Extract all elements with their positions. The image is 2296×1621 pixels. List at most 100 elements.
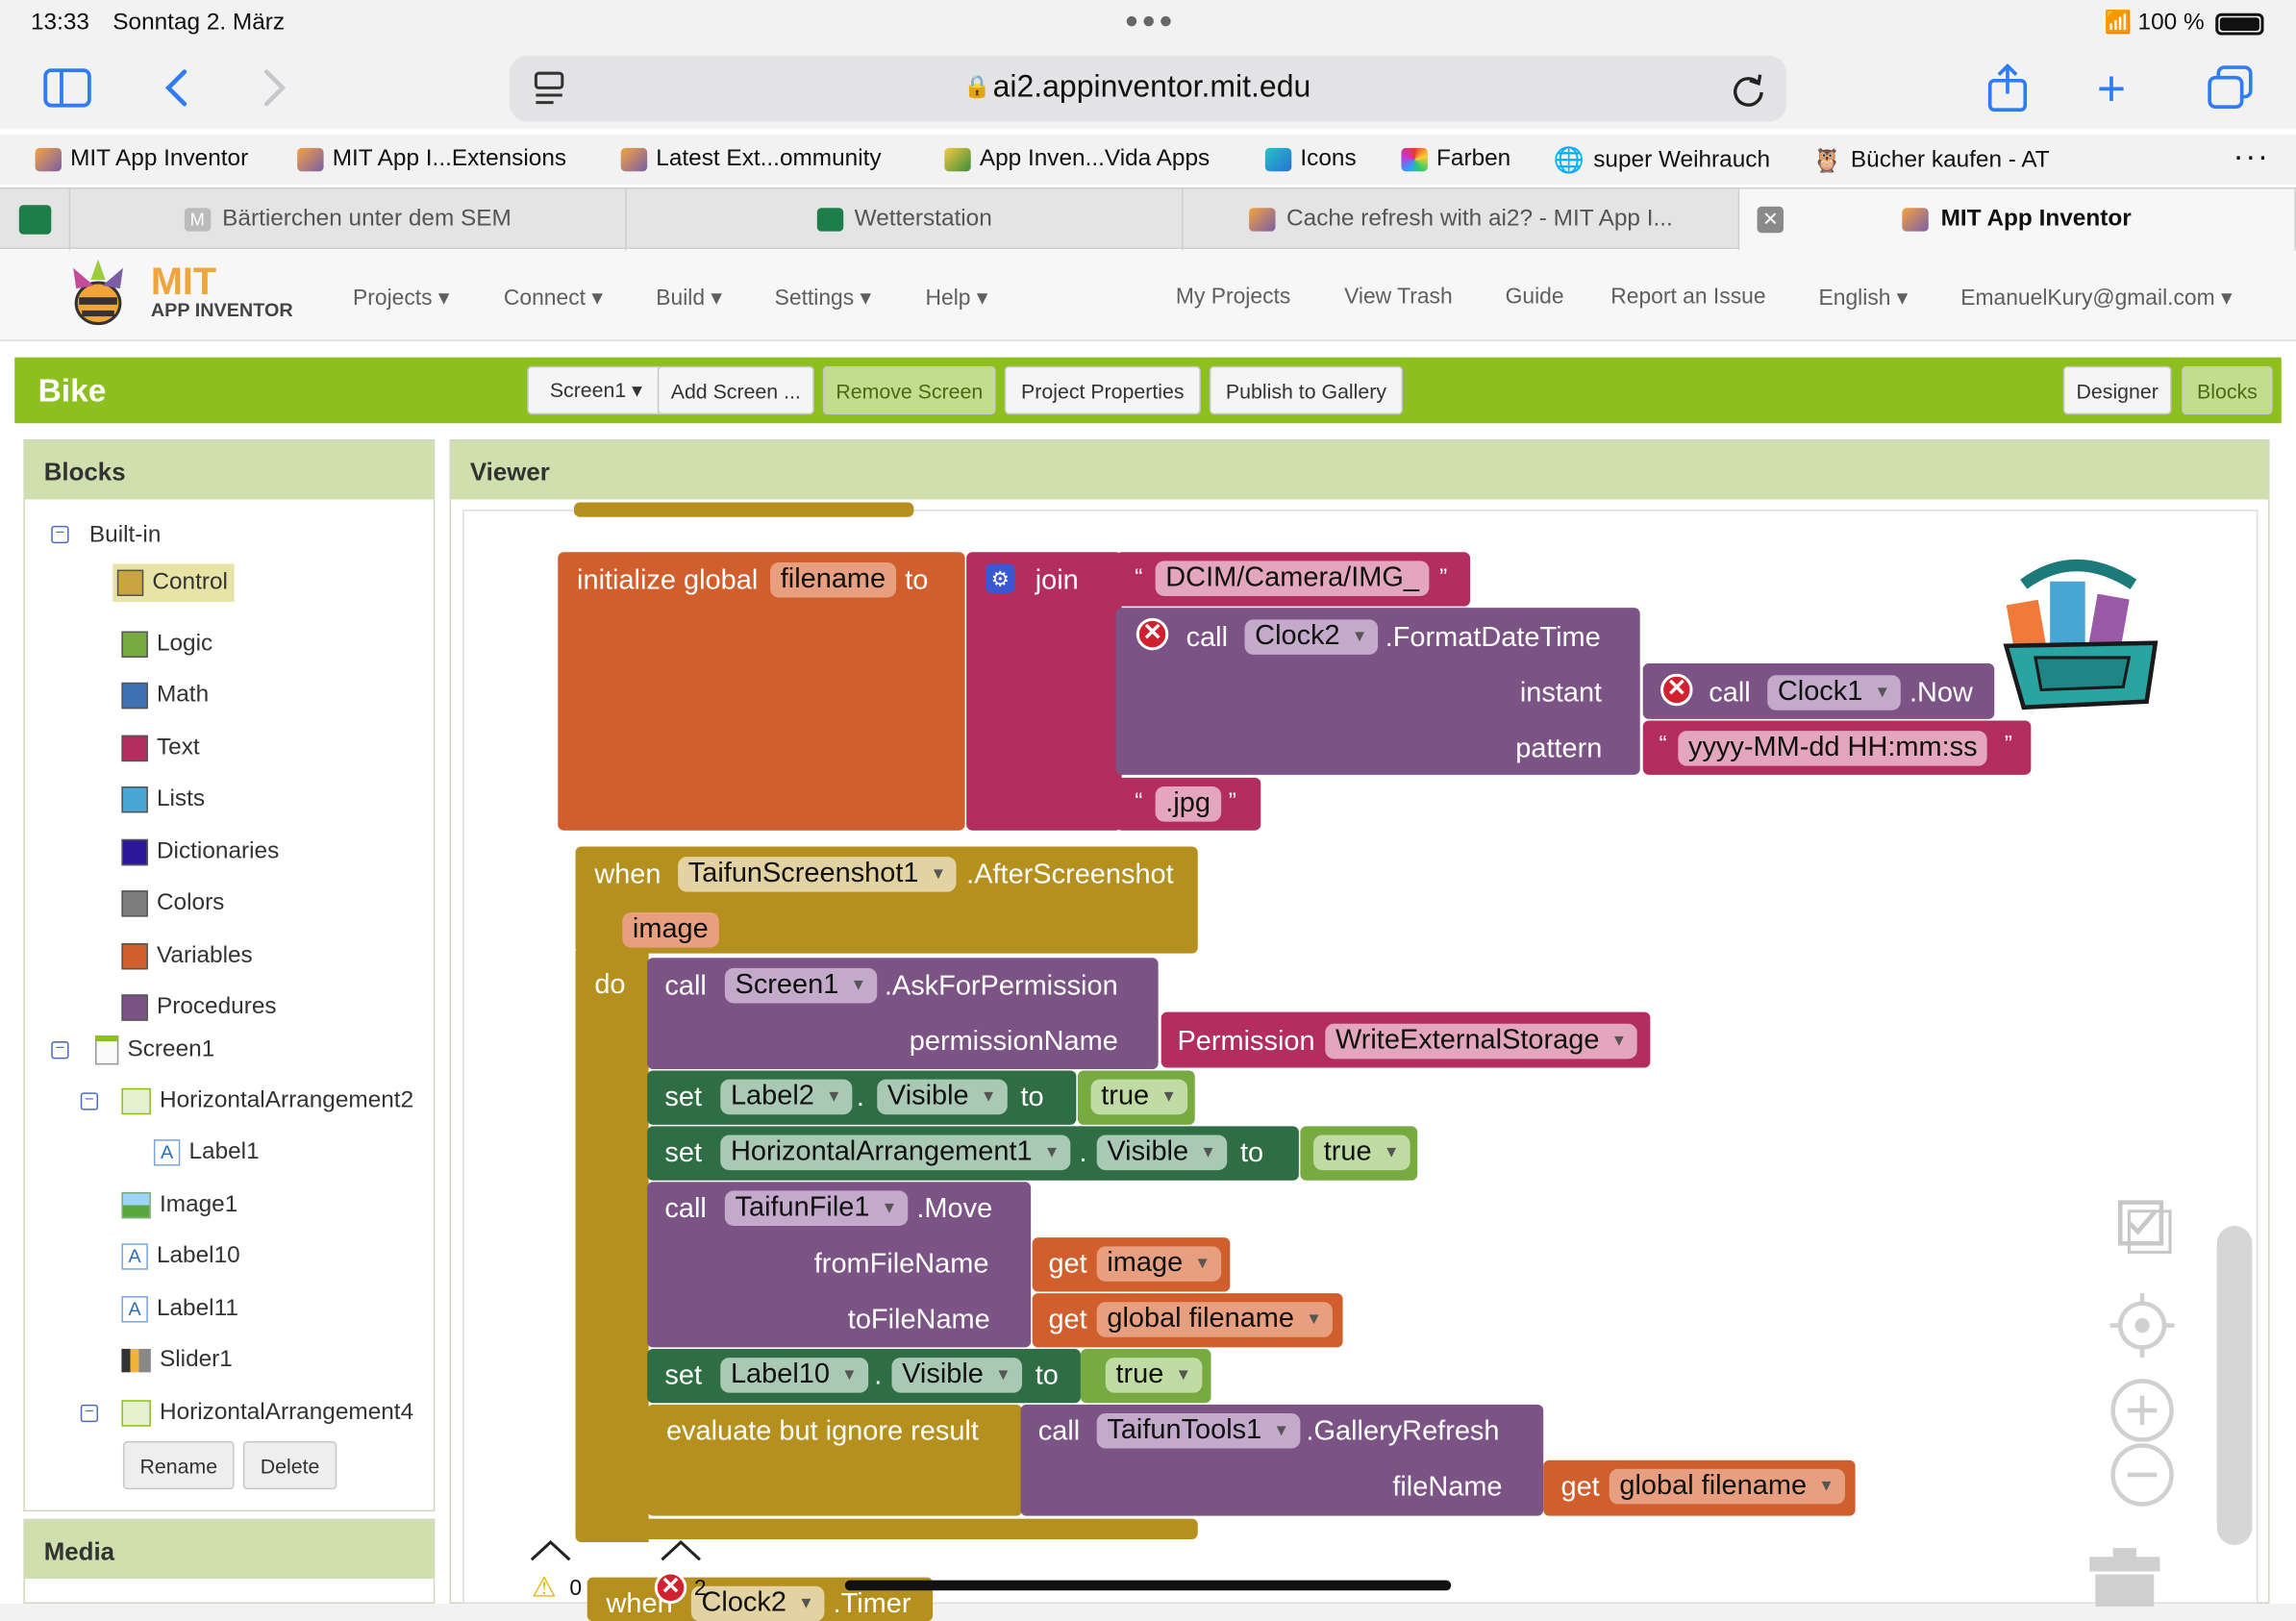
new-tab-icon[interactable]: +	[2096, 61, 2127, 117]
error-icon[interactable]: ✕	[1660, 673, 1693, 707]
join-block[interactable]	[966, 552, 1122, 831]
component-select-taifunfile1[interactable]: TaifunFile1▼	[724, 1190, 908, 1226]
trash-icon[interactable]	[2084, 1548, 2165, 1608]
collapse-ha4-icon[interactable]: −	[80, 1404, 99, 1423]
category-lists[interactable]: Lists	[121, 786, 205, 813]
property-select-visible[interactable]: Visible▼	[1096, 1135, 1227, 1171]
back-icon[interactable]	[162, 67, 190, 109]
var-name-field[interactable]: filename	[770, 561, 896, 598]
category-procedures[interactable]: Procedures	[121, 994, 277, 1021]
bookmark-buecher[interactable]: 🦉Bücher kaufen - AT	[1812, 147, 2050, 175]
menu-connect[interactable]: Connect ▾	[503, 286, 603, 311]
category-control[interactable]: Control	[112, 563, 235, 603]
component-select-label10[interactable]: Label10▼	[720, 1358, 868, 1393]
tab-active-app-inventor[interactable]: ✕ MIT App Inventor	[1739, 188, 2296, 251]
category-colors[interactable]: Colors	[121, 890, 224, 917]
zoom-in-icon[interactable]	[2110, 1378, 2175, 1442]
menu-settings[interactable]: Settings ▾	[774, 286, 872, 311]
reload-icon[interactable]	[1731, 72, 1766, 108]
remove-screen-button[interactable]: Remove Screen	[822, 365, 996, 415]
component-select-ha1[interactable]: HorizontalArrangement1▼	[720, 1135, 1071, 1171]
project-properties-button[interactable]: Project Properties	[1004, 365, 1201, 415]
link-view-trash[interactable]: View Trash	[1344, 284, 1453, 310]
designer-button[interactable]: Designer	[2062, 365, 2172, 415]
evaluate-ignore-block[interactable]	[647, 1404, 1023, 1516]
vertical-scrollbar[interactable]	[2216, 1225, 2253, 1546]
backpack-icon[interactable]	[1994, 555, 2167, 716]
error-icon[interactable]: ✕	[1136, 617, 1169, 651]
logic-select-true[interactable]: true▼	[1105, 1358, 1202, 1393]
tree-horizontal-arrangement2[interactable]: HorizontalArrangement2	[121, 1087, 413, 1115]
menu-build[interactable]: Build ▾	[656, 286, 722, 311]
share-icon[interactable]	[1985, 62, 2030, 114]
error-icon[interactable]: ✕	[654, 1571, 687, 1605]
category-dictionaries[interactable]: Dictionaries	[121, 838, 279, 865]
component-select-clock1[interactable]: Clock1▼	[1767, 675, 1901, 711]
tree-horizontal-arrangement4[interactable]: HorizontalArrangement4	[121, 1400, 413, 1427]
warning-icon[interactable]: ⚠	[531, 1573, 557, 1605]
bookmark-icons[interactable]: Icons	[1264, 146, 1357, 172]
forward-icon[interactable]	[261, 67, 289, 109]
logic-select-true[interactable]: true▼	[1090, 1079, 1187, 1115]
initialize-global-block[interactable]	[558, 552, 965, 831]
tabs-overview-icon[interactable]	[2206, 64, 2256, 112]
logic-select-true[interactable]: true▼	[1313, 1135, 1410, 1171]
address-bar[interactable]: 🔒 ai2.appinventor.mit.edu	[509, 55, 1787, 122]
tree-image1[interactable]: Image1	[121, 1191, 237, 1219]
collapse-ha2-icon[interactable]: −	[80, 1092, 99, 1110]
property-select-visible[interactable]: Visible▼	[891, 1358, 1022, 1393]
menu-account[interactable]: EmanuelKury@gmail.com ▾	[1960, 286, 2233, 311]
category-text[interactable]: Text	[121, 734, 200, 761]
mutator-gear-icon[interactable]: ⚙	[985, 563, 1015, 593]
reader-icon[interactable]	[533, 70, 565, 109]
blocks-workspace[interactable]: initialize global filename to ⚙ join “ D…	[462, 502, 2259, 1621]
bookmark-farben[interactable]: Farben	[1401, 146, 1510, 172]
sidebar-icon[interactable]	[42, 67, 92, 109]
delete-button[interactable]: Delete	[242, 1440, 337, 1490]
url-text[interactable]: ai2.appinventor.mit.edu	[992, 70, 1311, 105]
category-math[interactable]: Math	[121, 682, 209, 710]
cleanup-icon[interactable]	[2114, 1197, 2173, 1256]
zoom-out-icon[interactable]	[2110, 1442, 2175, 1507]
category-logic[interactable]: Logic	[121, 630, 212, 658]
link-report-issue[interactable]: Report an Issue	[1610, 284, 1766, 310]
menu-language[interactable]: English ▾	[1818, 286, 1909, 311]
tab-wetterstation[interactable]: Wetterstation	[627, 188, 1184, 251]
close-tab-icon[interactable]: ✕	[1757, 206, 1784, 234]
bookmark-mit-app-inventor[interactable]: MIT App Inventor	[35, 146, 248, 172]
format-date-time-block[interactable]	[1115, 608, 1640, 775]
menu-help[interactable]: Help ▾	[925, 286, 988, 311]
var-select-global-filename[interactable]: global filename▼	[1096, 1302, 1333, 1337]
recenter-icon[interactable]	[2109, 1293, 2175, 1359]
warning-toggle-icon[interactable]	[529, 1539, 573, 1562]
bookmark-vida-apps[interactable]: App Inven...Vida Apps	[944, 146, 1210, 172]
component-select-clock2[interactable]: Clock2▼	[690, 1585, 825, 1621]
link-my-projects[interactable]: My Projects	[1175, 284, 1291, 310]
component-select-screen1[interactable]: Screen1▼	[724, 967, 877, 1004]
property-select-visible[interactable]: Visible▼	[877, 1079, 1008, 1115]
multitask-dots-icon[interactable]: ●●●	[1124, 9, 1176, 35]
collapse-screen1-icon[interactable]: −	[51, 1040, 69, 1060]
menu-projects[interactable]: Projects ▾	[353, 286, 450, 311]
rename-button[interactable]: Rename	[122, 1440, 235, 1490]
component-select-taifuntools1[interactable]: TaifunTools1▼	[1096, 1412, 1300, 1449]
more-icon[interactable]: ···	[2233, 137, 2270, 175]
tree-screen1[interactable]: Screen1	[94, 1035, 214, 1065]
tab-cache-refresh[interactable]: Cache refresh with ai2? - MIT App I...	[1184, 188, 1740, 251]
publish-gallery-button[interactable]: Publish to Gallery	[1209, 365, 1403, 415]
text-field-dcim[interactable]: DCIM/Camera/IMG_	[1155, 561, 1430, 596]
bookmark-weihrauch[interactable]: 🌐super Weihrauch	[1553, 146, 1770, 175]
component-select-label2[interactable]: Label2▼	[720, 1079, 853, 1115]
var-select-image[interactable]: image▼	[1096, 1246, 1221, 1282]
error-toggle-icon[interactable]	[659, 1539, 703, 1562]
tree-slider1[interactable]: Slider1	[121, 1347, 233, 1373]
collapse-builtin-icon[interactable]: −	[51, 525, 69, 544]
param-image[interactable]: image	[622, 912, 719, 948]
var-select-global-filename[interactable]: global filename▼	[1609, 1468, 1845, 1505]
bookmark-community[interactable]: Latest Ext...ommunity	[620, 146, 882, 172]
tab-pinned[interactable]	[0, 188, 71, 251]
block-fragment[interactable]	[574, 502, 914, 517]
